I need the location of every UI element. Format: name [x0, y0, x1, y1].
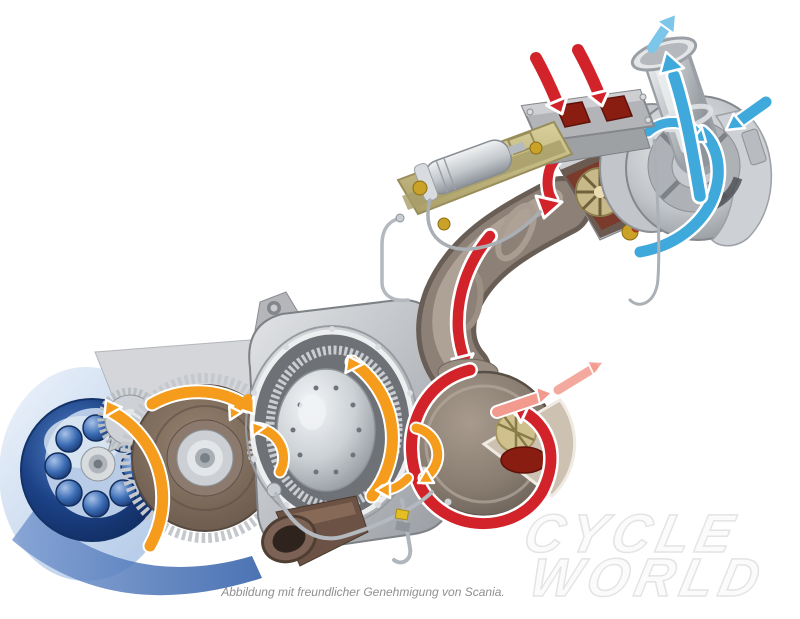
exhaust-port: [500, 446, 548, 474]
exhaust-out-arrows: [490, 360, 605, 419]
watermark: CYCLE WORLD: [518, 503, 772, 609]
intake-flow-arrows: [632, 13, 774, 260]
wastegate-actuator: [396, 120, 574, 251]
watermark-line2: WORLD: [525, 548, 772, 608]
exhaust-port-right: [596, 95, 634, 122]
mechanical-drive-arrows: [103, 354, 445, 554]
brass-fitting: [412, 180, 428, 196]
dipstick: [392, 498, 413, 565]
housing-bolts: [251, 326, 413, 526]
actuator-cylinder: [413, 139, 526, 202]
oil-lines: [266, 138, 661, 541]
image-credit-caption: Abbildung mit freundlicher Genehmigung v…: [220, 585, 505, 599]
exhaust-in-arrows: [527, 41, 611, 116]
intake-inlet-arrow: [732, 96, 772, 128]
watermark-line1: CYCLE: [519, 504, 745, 564]
clevis-fitting: [529, 141, 543, 155]
